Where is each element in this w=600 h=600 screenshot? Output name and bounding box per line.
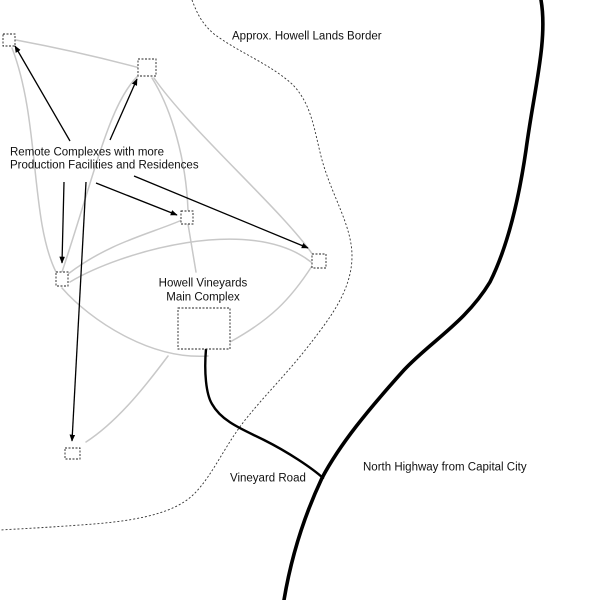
pointer-arrow [133,175,309,249]
pointer-arrow [59,181,65,264]
pointer-arrow [69,181,87,442]
main-complex-marker[interactable] [177,307,231,350]
trail [61,287,209,357]
north-highway-line [282,0,545,600]
remote-complex-marker[interactable] [2,33,16,47]
main-complex-label-line1: Howell Vineyards [159,278,248,290]
border-label: Approx. Howell Lands Border [232,31,382,43]
remote-complex-marker[interactable] [55,271,69,287]
remote-complex-marker[interactable] [311,253,327,269]
trail [187,223,197,273]
estate-border-line [0,0,353,531]
remote-complex-marker[interactable] [64,447,81,460]
remote-complexes-label-line2: Production Facilities and Residences [10,160,199,172]
trail [69,238,312,283]
pointer-arrow [14,45,71,142]
remote-complex-pointers [14,45,309,442]
vineyard-road-line [204,347,325,480]
trail [61,73,141,273]
remote-complex-marker[interactable] [180,210,194,225]
trail [153,77,314,256]
trail [151,77,189,211]
trail-network [11,39,314,443]
trail [229,265,313,343]
trail [85,355,169,443]
pointer-arrow [109,78,138,141]
trail [15,39,141,69]
main-complex-label-line2: Main Complex [166,292,240,304]
pointer-arrow [95,182,178,216]
remote-complexes-label-line1: Remote Complexes with more [10,147,164,159]
north-highway-label: North Highway from Capital City [363,462,527,474]
trail [11,47,57,273]
remote-complex-marker[interactable] [137,58,157,77]
vineyard-road-label: Vineyard Road [230,473,306,485]
